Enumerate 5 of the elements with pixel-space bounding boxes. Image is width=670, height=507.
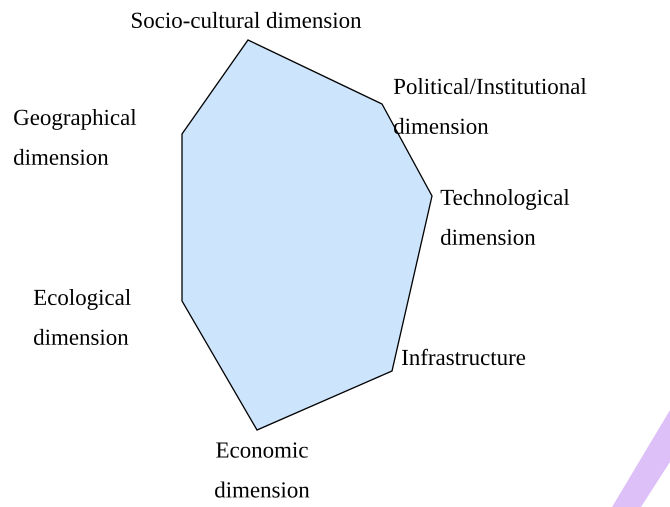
dimension-label: Geographical dimension [14, 109, 136, 165]
dimension-label: Political/Institutional dimension [394, 78, 586, 134]
dimension-label: Ecological dimension [34, 289, 131, 345]
dimension-label: Socio-cultural dimension [132, 12, 362, 28]
dimension-label: Infrastructure [402, 348, 526, 366]
